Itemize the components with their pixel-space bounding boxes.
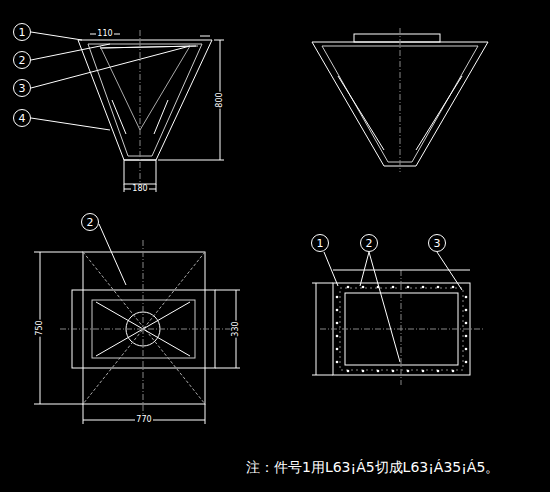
callout-number: 3 [434,238,441,249]
bolt-hole [407,286,410,289]
bolt-hole [347,286,350,289]
callout-number: 4 [19,113,26,124]
bolt-hole [362,286,365,289]
dimension: 750 [36,319,44,336]
callout-number: 1 [19,27,26,38]
bolt-hole [407,370,410,373]
callout-circle: 2 [360,234,378,252]
bolt-hole [336,309,339,312]
bolt-hole [465,335,468,338]
hopper-front-view [31,30,224,192]
hopper-plan-view [34,224,240,424]
bolt-hole [336,335,339,338]
callout-number: 2 [87,217,94,228]
bolt-hole [336,296,339,299]
bolt-hole [377,286,380,289]
bolt-hole [465,322,468,325]
bolt-hole [336,348,339,351]
bolt-hole [377,370,380,373]
bolt-hole [362,370,365,373]
callout-circle: 2 [13,51,31,69]
bolt-hole [465,348,468,351]
hopper-side-view [312,28,488,172]
bolt-hole [437,370,440,373]
dimension: 330 [232,320,240,337]
bolt-hole [392,286,395,289]
bolt-hole [437,286,440,289]
bolt-hole [465,309,468,312]
bolt-hole [452,286,455,289]
dimension: 180 [131,185,148,193]
callout-circle: 3 [13,79,31,97]
callout-circle: 1 [13,23,31,41]
bolt-hole [422,286,425,289]
callout-circle: 1 [311,234,329,252]
bolt-hole [465,296,468,299]
bolt-hole [465,361,468,364]
bolt-hole [392,370,395,373]
callout-number: 2 [19,55,26,66]
dimension: 770 [135,416,152,424]
callout-number: 1 [317,238,324,249]
callout-circle: 4 [13,109,31,127]
bolt-hole [452,370,455,373]
note-text: 注：件号1用L63¡Á5切成L63¡Á35¡Á5。 [245,460,500,474]
bolt-hole [336,361,339,364]
bolt-hole [336,322,339,325]
callout-number: 2 [366,238,373,249]
callout-number: 3 [19,83,26,94]
callout-circle: 3 [428,234,446,252]
dimension: 800 [216,91,224,108]
callout-circle: 2 [81,213,99,231]
dimension: 110 [96,30,113,38]
bolt-hole [347,370,350,373]
bolt-hole [422,370,425,373]
frame-plan-view [312,252,485,385]
